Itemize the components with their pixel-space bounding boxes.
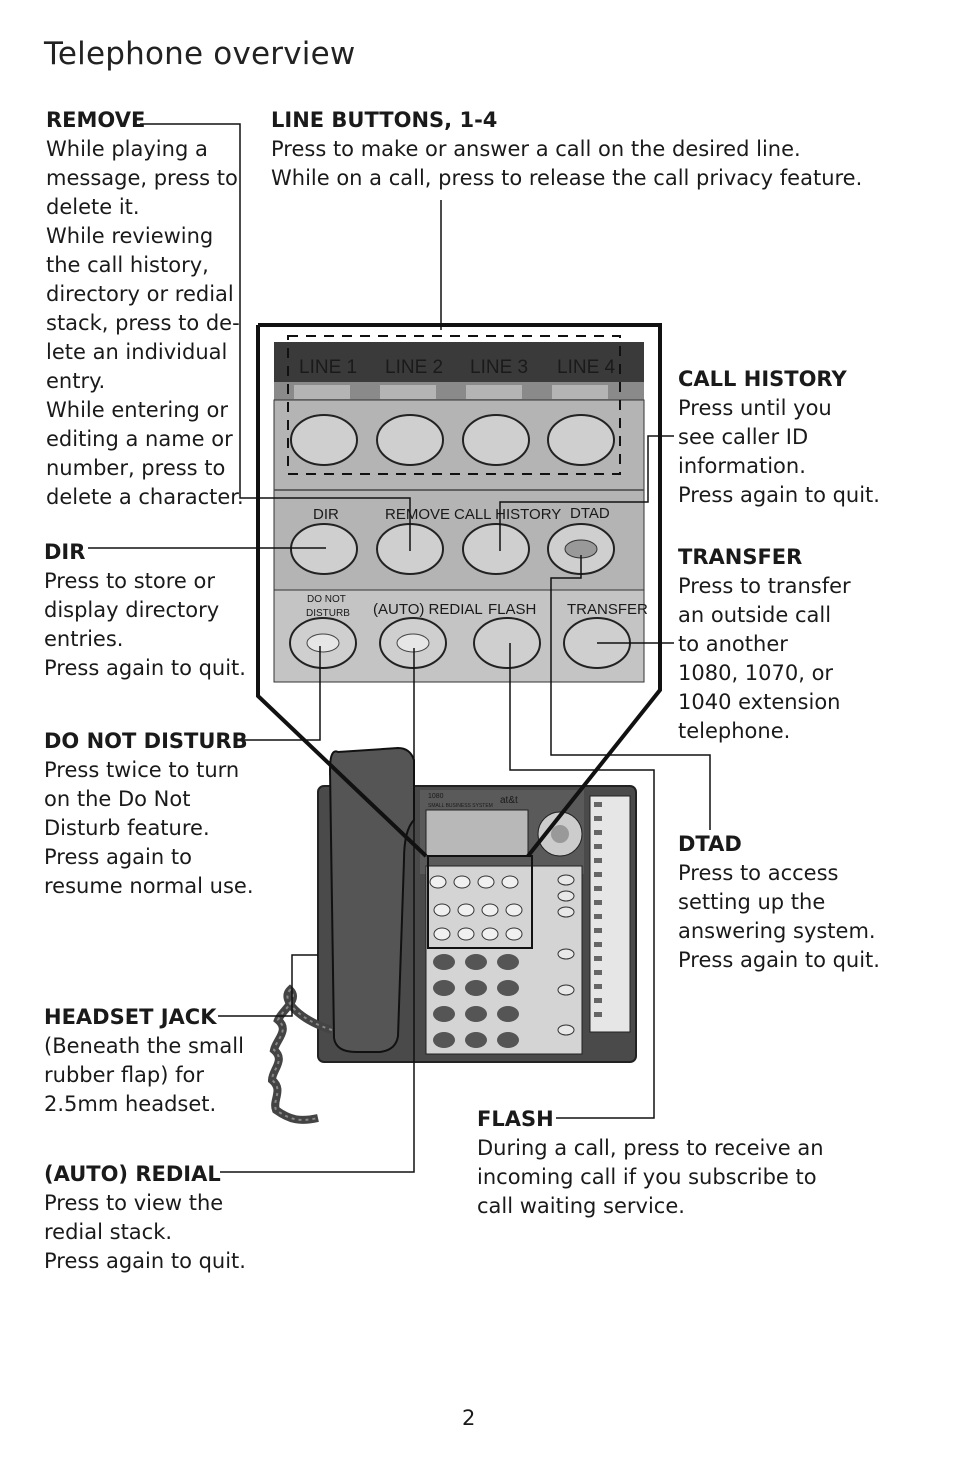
callout-line: display directory bbox=[44, 598, 220, 622]
callout-line: Press twice to turn bbox=[44, 758, 240, 782]
dir-callout: DIR Press to store or display directory … bbox=[44, 538, 246, 683]
remove-label: REMOVE bbox=[385, 506, 450, 523]
phone-model-text: 1080 bbox=[428, 793, 444, 800]
callout-line: (Beneath the small bbox=[44, 1034, 244, 1058]
callout-line: number, press to bbox=[46, 456, 226, 480]
callout-line: delete it. bbox=[46, 195, 140, 219]
auto-redial-callout: (AUTO) REDIAL Press to view the redial s… bbox=[44, 1160, 246, 1276]
flash-label: FLASH bbox=[488, 601, 536, 618]
do-not-disturb-callout: DO NOT DISTURB Press twice to turn on th… bbox=[44, 727, 254, 901]
callout-line: Press until you bbox=[678, 396, 832, 420]
callout-line: to another bbox=[678, 632, 788, 656]
callout-line: the call history, bbox=[46, 253, 209, 277]
line-2-label: LINE 2 bbox=[385, 357, 443, 378]
flash-callout: FLASH During a call, press to receive an… bbox=[477, 1105, 824, 1221]
auto-redial-heading: (AUTO) REDIAL bbox=[44, 1162, 221, 1186]
transfer-callout: TRANSFER Press to transfer an outside ca… bbox=[678, 543, 851, 746]
callout-line: delete a character. bbox=[46, 485, 244, 509]
callout-line: incoming call if you subscribe to bbox=[477, 1165, 817, 1189]
leader-lines bbox=[88, 123, 711, 1173]
call-history-callout: CALL HISTORY Press until you see caller … bbox=[678, 365, 880, 510]
callout-line: entries. bbox=[44, 627, 124, 651]
dnd-label-line2: DISTURB bbox=[306, 608, 350, 619]
callout-line: While on a call, press to release the ca… bbox=[271, 166, 863, 190]
callout-line: Press again to quit. bbox=[678, 483, 880, 507]
remove-heading: REMOVE bbox=[46, 108, 146, 132]
line-3-label: LINE 3 bbox=[470, 357, 528, 378]
handset-icon bbox=[267, 746, 415, 1124]
dial-keys-icon bbox=[433, 954, 519, 1048]
dir-button[interactable] bbox=[290, 523, 358, 575]
dtad-heading: DTAD bbox=[678, 832, 742, 856]
transfer-heading: TRANSFER bbox=[678, 545, 803, 569]
line-4-label: LINE 4 bbox=[557, 357, 616, 378]
line-buttons-heading: LINE BUTTONS, 1-4 bbox=[271, 108, 498, 132]
callout-line: Press again to quit. bbox=[44, 1249, 246, 1273]
callout-line: on the Do Not bbox=[44, 787, 191, 811]
callout-line: message, press to bbox=[46, 166, 238, 190]
callout-line: see caller ID bbox=[678, 425, 809, 449]
callout-line: editing a name or bbox=[46, 427, 233, 451]
callout-line: an outside call bbox=[678, 603, 832, 627]
line-buttons-callout: LINE BUTTONS, 1-4 Press to make or answe… bbox=[271, 106, 862, 193]
callout-line: stack, press to de- bbox=[46, 311, 240, 335]
callout-line: Disturb feature. bbox=[44, 816, 210, 840]
dir-label: DIR bbox=[313, 506, 339, 523]
callout-line: While playing a bbox=[46, 137, 208, 161]
button-panel: LINE 1 LINE 2 LINE 3 LINE 4 DIR REMOVE C… bbox=[273, 335, 648, 683]
page-number: 2 bbox=[462, 1406, 476, 1430]
call-history-button[interactable] bbox=[462, 523, 530, 575]
callout-line: While entering or bbox=[46, 398, 228, 422]
do-not-disturb-heading: DO NOT DISTURB bbox=[44, 729, 248, 753]
dir-heading: DIR bbox=[44, 540, 86, 564]
callout-line: Press again to bbox=[44, 845, 192, 869]
line-4-button[interactable] bbox=[547, 414, 615, 466]
auto-redial-label: (AUTO) REDIAL bbox=[373, 601, 483, 618]
line-3-button[interactable] bbox=[462, 414, 530, 466]
headset-jack-callout: HEADSET JACK (Beneath the small rubber f… bbox=[44, 1003, 244, 1119]
dtad-label: DTAD bbox=[570, 505, 610, 522]
dnd-label-line1: DO NOT bbox=[307, 594, 346, 605]
callout-line: lete an individual bbox=[46, 340, 228, 364]
callout-line: setting up the bbox=[678, 890, 826, 914]
headset-jack-heading: HEADSET JACK bbox=[44, 1005, 217, 1029]
callout-line: resume normal use. bbox=[44, 874, 254, 898]
phone-brand-text: at&t bbox=[500, 795, 518, 806]
callout-line: Press to store or bbox=[44, 569, 215, 593]
flash-button[interactable] bbox=[473, 617, 541, 669]
dtad-callout: DTAD Press to access setting up the answ… bbox=[678, 830, 880, 975]
callout-line: directory or redial bbox=[46, 282, 234, 306]
callout-line: rubber flap) for bbox=[44, 1063, 205, 1087]
callout-line: information. bbox=[678, 454, 806, 478]
callout-line: answering system. bbox=[678, 919, 876, 943]
callout-line: redial stack. bbox=[44, 1220, 173, 1244]
flash-heading: FLASH bbox=[477, 1107, 554, 1131]
remove-callout: REMOVE While playing a message, press to… bbox=[46, 106, 244, 512]
call-history-heading: CALL HISTORY bbox=[678, 367, 847, 391]
callout-line: Press again to quit. bbox=[678, 948, 880, 972]
callout-line: Press again to quit. bbox=[44, 656, 246, 680]
callout-line: call waiting service. bbox=[477, 1194, 685, 1218]
callout-line: 1080, 1070, or bbox=[678, 661, 834, 685]
callout-line: Press to make or answer a call on the de… bbox=[271, 137, 801, 161]
callout-line: 2.5mm headset. bbox=[44, 1092, 217, 1116]
callout-line: telephone. bbox=[678, 719, 791, 743]
callout-line: 1040 extension bbox=[678, 690, 841, 714]
callout-line: entry. bbox=[46, 369, 106, 393]
callout-line: While reviewing bbox=[46, 224, 214, 248]
callout-line: Press to access bbox=[678, 861, 839, 885]
line-1-button[interactable] bbox=[290, 414, 358, 466]
phone-subtitle-text: SMALL BUSINESS SYSTEM bbox=[428, 803, 493, 809]
page-title: Telephone overview bbox=[44, 36, 356, 72]
callout-line: Press to view the bbox=[44, 1191, 224, 1215]
line-1-label: LINE 1 bbox=[299, 357, 357, 378]
call-history-label: CALL HISTORY bbox=[454, 506, 561, 523]
callout-line: During a call, press to receive an bbox=[477, 1136, 824, 1160]
callout-line: Press to transfer bbox=[678, 574, 851, 598]
transfer-label: TRANSFER bbox=[567, 601, 648, 618]
line-2-button[interactable] bbox=[376, 414, 444, 466]
